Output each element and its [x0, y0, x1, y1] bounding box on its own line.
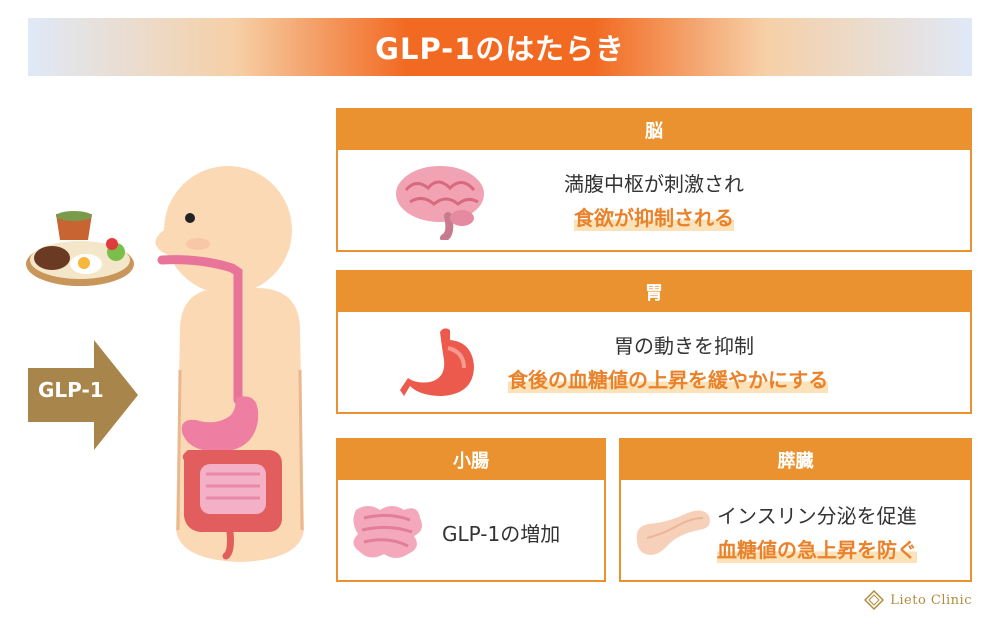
brain-panel: 脳 満腹中枢が刺激され 食欲が抑制される — [336, 108, 972, 252]
page-title: GLP-1のはたらき — [375, 32, 625, 66]
pancreas-panel: 膵臓 インスリン分泌を促進 血糖値の急上昇を防ぐ — [619, 438, 972, 582]
arrow-label: GLP-1 — [38, 378, 104, 402]
intestine-icon — [353, 506, 422, 558]
stomach-icon — [400, 328, 474, 396]
brain-result-text: 食欲が抑制される — [574, 202, 734, 231]
intestine-effect-text: GLP-1の増加 — [442, 522, 561, 546]
clinic-logo-text: Lieto Clinic — [890, 592, 972, 608]
stomach-result-text: 食後の血糖値の上昇を緩やかにする — [508, 364, 829, 393]
stomach-panel: 胃 胃の動きを抑制 食後の血糖値の上昇を緩やかにする — [336, 270, 972, 414]
pancreas-icon — [636, 510, 710, 555]
glp1-arrow: GLP-1 — [28, 340, 138, 454]
stomach-panel-header: 胃 — [338, 272, 970, 312]
pancreas-effect-text: インスリン分泌を促進 — [717, 504, 917, 528]
meal-plate-illustration — [26, 211, 134, 286]
clinic-logo-icon — [864, 590, 885, 610]
pancreas-panel-header: 膵臓 — [621, 440, 970, 480]
brain-icon — [396, 166, 484, 240]
arrow-right-icon — [28, 340, 138, 450]
stomach-effect-text: 胃の動きを抑制 — [614, 334, 754, 358]
human-body-illustration — [155, 166, 304, 562]
pancreas-result-text: 血糖値の急上昇を防ぐ — [717, 534, 917, 563]
brain-effect-text: 満腹中枢が刺激され — [564, 172, 744, 196]
small-intestine-panel-header: 小腸 — [338, 440, 604, 480]
title-banner: GLP-1のはたらき — [28, 18, 972, 76]
clinic-logo: Lieto Clinic — [864, 590, 972, 610]
small-intestine-panel: 小腸 GLP-1の増加 — [336, 438, 606, 582]
brain-panel-header: 脳 — [338, 110, 970, 150]
